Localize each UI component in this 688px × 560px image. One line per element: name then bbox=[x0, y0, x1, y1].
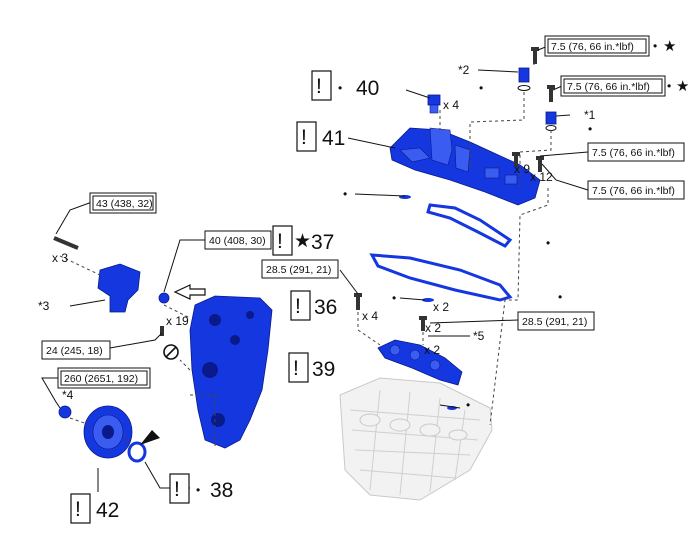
torque-label-1: 7.5 (76, 66 in.*lbf) bbox=[551, 41, 634, 53]
dot-torque-2: • bbox=[667, 79, 671, 93]
dot-gasket-b: • bbox=[546, 236, 550, 250]
caution-box-37 bbox=[272, 225, 293, 256]
dot-gasket-e: • bbox=[466, 398, 470, 412]
dot-38: • bbox=[196, 483, 200, 497]
part-number-36: 36 bbox=[314, 296, 337, 319]
cylinder-head-cover-part bbox=[389, 127, 541, 206]
caution-mark-41: ! bbox=[301, 126, 307, 149]
torque-box-5: 43 (438, 32) bbox=[89, 192, 157, 214]
star-torque-1: ★ bbox=[663, 37, 676, 55]
oil-seal bbox=[127, 441, 147, 463]
torque-label-2: 7.5 (76, 66 in.*lbf) bbox=[567, 81, 650, 93]
qty-2b: x 2 bbox=[425, 321, 441, 335]
qty-2c: x 2 bbox=[424, 343, 440, 357]
pulley-bolt bbox=[58, 405, 72, 419]
torque-box-1: 7.5 (76, 66 in.*lbf) bbox=[544, 35, 650, 57]
qty-12: x 12 bbox=[530, 170, 553, 184]
timing-chain-cover-part bbox=[189, 295, 273, 449]
part-number-38: 38 bbox=[210, 479, 233, 502]
caution-box-36 bbox=[290, 290, 311, 321]
caution-mark-42: ! bbox=[75, 498, 81, 521]
qty-9: x 9 bbox=[514, 162, 530, 176]
qty-3: x 3 bbox=[52, 251, 68, 265]
torque-box-7: 28.5 (291, 21) bbox=[261, 259, 339, 279]
caution-mark-37: ! bbox=[277, 230, 283, 253]
star-37: ★ bbox=[294, 230, 311, 252]
caution-box-39 bbox=[288, 352, 309, 383]
engine-mount-bracket bbox=[97, 263, 141, 313]
qty-2a: x 2 bbox=[433, 300, 449, 314]
torque-box-9: 24 (245, 18) bbox=[41, 340, 111, 360]
part-number-42: 42 bbox=[96, 499, 119, 522]
torque-label-5: 43 (438, 32) bbox=[96, 198, 153, 210]
qty-4b: x 4 bbox=[362, 309, 378, 323]
note-4: *4 bbox=[62, 388, 74, 402]
caution-box-40 bbox=[311, 70, 332, 101]
torque-box-8: 28.5 (291, 21) bbox=[517, 311, 595, 331]
bolts bbox=[53, 47, 555, 336]
head-cover-gasket-large bbox=[369, 253, 513, 302]
small-part-40 bbox=[427, 94, 441, 114]
star-torque-2: ★ bbox=[676, 77, 688, 95]
caution-mark-38: ! bbox=[174, 478, 180, 501]
torque-label-10: 260 (2651, 192) bbox=[64, 373, 138, 385]
crankshaft-pulley bbox=[83, 405, 133, 459]
torque-label-8: 28.5 (291, 21) bbox=[522, 316, 587, 328]
dot-seal-a: • bbox=[479, 81, 483, 95]
dot-40: • bbox=[338, 81, 342, 95]
torque-box-10: 260 (2651, 192) bbox=[57, 367, 151, 389]
dot-gasket-d: • bbox=[392, 291, 396, 305]
no-reuse-icon bbox=[163, 344, 179, 360]
plug-part-37 bbox=[158, 292, 170, 304]
torque-label-4: 7.5 (76, 66 in.*lbf) bbox=[592, 185, 675, 197]
dot-torque-1: • bbox=[653, 39, 657, 53]
part-number-37: 37 bbox=[311, 231, 334, 254]
note-1: *1 bbox=[584, 108, 596, 122]
small-part-star1 bbox=[545, 111, 557, 131]
part-number-41: 41 bbox=[322, 127, 345, 150]
note-5: *5 bbox=[473, 329, 485, 343]
caution-box-38 bbox=[169, 473, 190, 504]
torque-label-7: 28.5 (291, 21) bbox=[266, 264, 331, 276]
caution-box-42 bbox=[70, 493, 91, 524]
small-part-star2 bbox=[517, 67, 531, 91]
dot-seal-b: • bbox=[588, 122, 592, 136]
torque-box-3: 7.5 (76, 66 in.*lbf) bbox=[587, 142, 685, 162]
torque-box-6: 40 (408, 30) bbox=[204, 230, 272, 250]
install-arrow bbox=[140, 430, 160, 445]
dot-gasket-c: • bbox=[558, 290, 562, 304]
torque-label-6: 40 (408, 30) bbox=[209, 235, 266, 247]
qty-19: x 19 bbox=[166, 314, 189, 328]
note-2: *2 bbox=[458, 63, 470, 77]
dot-gasket-a: • bbox=[343, 187, 347, 201]
part-number-40: 40 bbox=[356, 77, 379, 100]
torque-box-2: 7.5 (76, 66 in.*lbf) bbox=[560, 75, 666, 97]
qty-40: x 4 bbox=[443, 98, 459, 112]
caution-mark-40: ! bbox=[316, 75, 322, 98]
part-number-39: 39 bbox=[312, 358, 335, 381]
cylinder-head-block bbox=[339, 377, 493, 501]
torque-label-3: 7.5 (76, 66 in.*lbf) bbox=[592, 147, 675, 159]
torque-label-9: 24 (245, 18) bbox=[46, 345, 103, 357]
caution-mark-36: ! bbox=[295, 295, 301, 318]
head-cover-gasket-small bbox=[426, 203, 513, 248]
note-3: *3 bbox=[38, 299, 50, 313]
torque-box-4: 7.5 (76, 66 in.*lbf) bbox=[587, 180, 685, 200]
outline-arrow bbox=[173, 284, 206, 300]
caution-mark-39: ! bbox=[293, 357, 299, 380]
camshaft-part-39 bbox=[377, 339, 463, 386]
caution-box-41 bbox=[296, 121, 317, 152]
